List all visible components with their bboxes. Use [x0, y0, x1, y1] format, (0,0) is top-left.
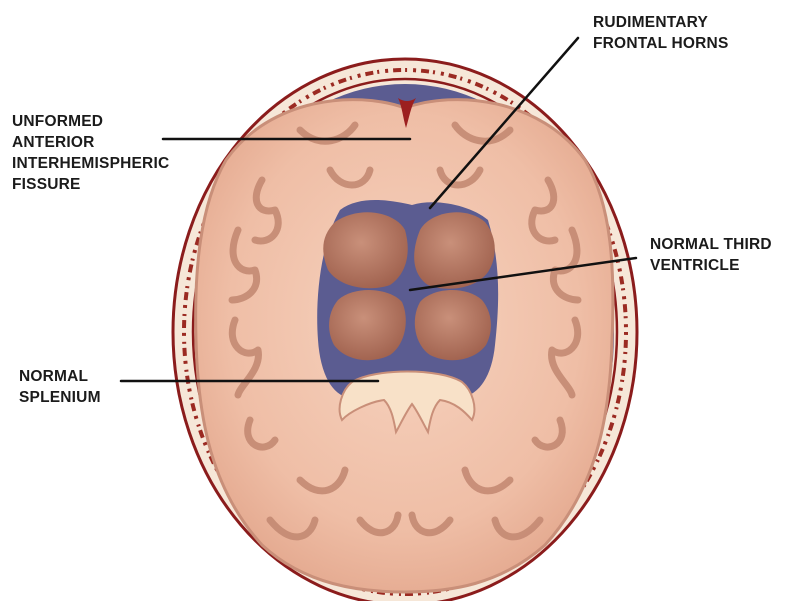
label-normal-splenium: NORMAL SPLENIUM: [19, 366, 101, 408]
label-line: FRONTAL HORNS: [593, 33, 729, 54]
right-anterior-nucleus: [414, 212, 495, 288]
label-line: RUDIMENTARY: [593, 12, 729, 33]
label-line: ANTERIOR: [12, 132, 169, 153]
label-line: INTERHEMISPHERIC: [12, 153, 169, 174]
label-line: SPLENIUM: [19, 387, 101, 408]
label-line: UNFORMED: [12, 111, 169, 132]
label-line: NORMAL: [19, 366, 101, 387]
label-line: NORMAL THIRD: [650, 234, 772, 255]
left-thalamus: [329, 290, 406, 360]
right-thalamus: [415, 290, 491, 360]
left-anterior-nucleus: [323, 212, 407, 288]
label-unformed-anterior-interhemispheric-fissure: UNFORMED ANTERIOR INTERHEMISPHERIC FISSU…: [12, 111, 169, 195]
label-rudimentary-frontal-horns: RUDIMENTARY FRONTAL HORNS: [593, 12, 729, 54]
label-normal-third-ventricle: NORMAL THIRD VENTRICLE: [650, 234, 772, 276]
label-line: VENTRICLE: [650, 255, 772, 276]
label-line: FISSURE: [12, 174, 169, 195]
